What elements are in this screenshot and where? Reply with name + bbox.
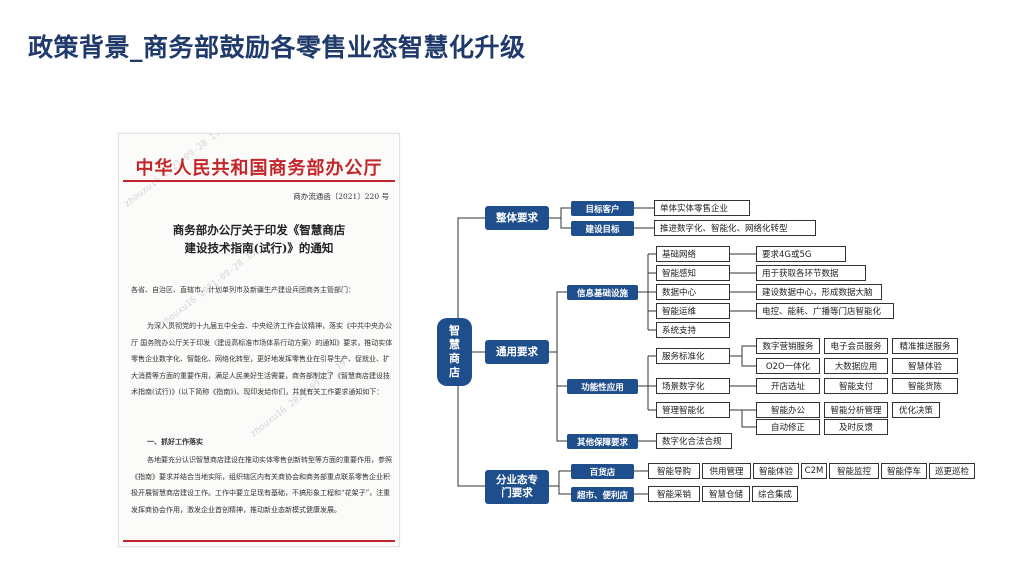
leaf-smart-exp: 智能体验: [753, 463, 799, 479]
leaf-service-standard: 服务标准化: [656, 348, 730, 364]
document-paragraph-1: 为深入贯彻党的十九届五中全会、中央经济工作会议精神，落实《中共中央办公厅 国务院…: [131, 322, 393, 396]
leaf-target-customer: 单体实体零售企业: [654, 200, 750, 216]
leaf-smart-analysis: 智能分析管理: [824, 402, 888, 418]
leaf-patrol-inspection: 巡更巡检: [929, 463, 975, 479]
leaf-smart-office: 智能办公: [756, 402, 820, 418]
leaf-auto-correct: 自动修正: [756, 419, 820, 435]
format-requirement-line2: 门要求: [501, 487, 533, 499]
leaf-smart-ops: 智能运维: [656, 303, 730, 319]
smart-store-root: 智 慧 商 店: [437, 318, 472, 386]
supermarket-node: 超市、便利店: [571, 487, 634, 502]
build-goal-node: 建设目标: [571, 221, 634, 236]
root-char: 商: [449, 352, 460, 365]
page-title: 政策背景_商务部鼓励各零售业态智慧化升级: [28, 33, 526, 62]
leaf-smart-ops-detail: 电控、能耗、广播等门店智能化: [756, 303, 894, 319]
leaf-data-center: 数据中心: [656, 284, 730, 300]
policy-document-image: zhouxu16 2021-09-28 19 zhouxu16 2021-09-…: [118, 133, 400, 547]
document-title-line1: 商务部办公厅关于印发《智慧商店: [172, 223, 346, 237]
leaf-smart-purchase: 智能采销: [648, 486, 700, 502]
overall-requirement-node: 整体要求: [485, 206, 549, 230]
leaf-base-network: 基础网络: [656, 246, 730, 262]
leaf-smart-guide: 智能导购: [648, 463, 700, 479]
document-title-line2: 建设技术指南(试行)》的通知: [184, 241, 334, 255]
leaf-base-network-detail: 要求4G或5G: [756, 246, 846, 262]
leaf-scene-digital: 场景数字化: [656, 378, 730, 394]
document-number: 商办流通函〔2021〕220 号: [293, 192, 389, 201]
leaf-build-goal: 推进数字化、智能化、网络化转型: [654, 220, 816, 236]
department-store-node: 百货店: [571, 464, 634, 479]
format-requirement-node: 分业态专 门要求: [485, 470, 549, 504]
functional-app-node: 功能性应用: [567, 379, 638, 394]
other-guarantee-node: 其他保障要求: [567, 434, 638, 449]
leaf-digital-marketing: 数字营销服务: [756, 338, 820, 354]
leaf-integration: 综合集成: [752, 486, 798, 502]
leaf-smart-monitor: 智能监控: [829, 463, 879, 479]
leaf-smart-storage: 智慧仓储: [702, 486, 750, 502]
leaf-precise-push: 精准推送服务: [892, 338, 958, 354]
leaf-optimize-decision: 优化决策: [892, 402, 940, 418]
leaf-smart-sensing: 智能感知: [656, 265, 730, 281]
info-infra-node: 信息基础设施: [567, 285, 638, 300]
leaf-data-center-detail: 建设数据中心，形成数据大脑: [756, 284, 882, 300]
leaf-system-support: 系统支持: [656, 322, 730, 338]
leaf-supply-mgmt: 供用管理: [702, 463, 751, 479]
document-org: 中华人民共和国商务部办公厅: [135, 158, 383, 179]
document-redline: [123, 180, 395, 182]
document-paragraph-2: 各地要充分认识智慧商店建设在推动实体零售创新转型等方面的重要作用，参照《指南》要…: [131, 456, 392, 514]
target-customer-node: 目标客户: [571, 201, 634, 216]
leaf-timely-feedback: 及时反馈: [824, 419, 888, 435]
format-requirement-line1: 分业态专: [496, 474, 538, 486]
root-char: 智: [449, 324, 460, 337]
leaf-smart-display: 智能货陈: [892, 378, 958, 394]
leaf-o2o: O2O一体化: [756, 358, 820, 374]
leaf-site-selection: 开店选址: [756, 378, 820, 394]
root-char: 慧: [449, 338, 460, 351]
document-bottom-line: [123, 540, 395, 542]
leaf-smart-payment: 智能支付: [824, 378, 888, 394]
leaf-smart-parking: 智能停车: [881, 463, 927, 479]
leaf-smart-sensing-detail: 用于获取各环节数据: [756, 265, 866, 281]
leaf-e-membership: 电子会员服务: [824, 338, 888, 354]
leaf-c2m: C2M: [801, 463, 827, 479]
general-requirement-node: 通用要求: [485, 340, 549, 364]
leaf-mgmt-smart: 管理智能化: [656, 402, 730, 418]
leaf-smart-experience: 智慧体验: [892, 358, 958, 374]
document-heading-1: 一、抓好工作落实: [147, 437, 203, 446]
leaf-compliance: 数字化合法合规: [656, 433, 732, 449]
root-char: 店: [449, 366, 460, 379]
document-recipients: 各省、自治区、直辖市、计划单列市及新疆生产建设兵团商务主管部门：: [131, 286, 355, 294]
leaf-big-data: 大数据应用: [824, 358, 888, 374]
